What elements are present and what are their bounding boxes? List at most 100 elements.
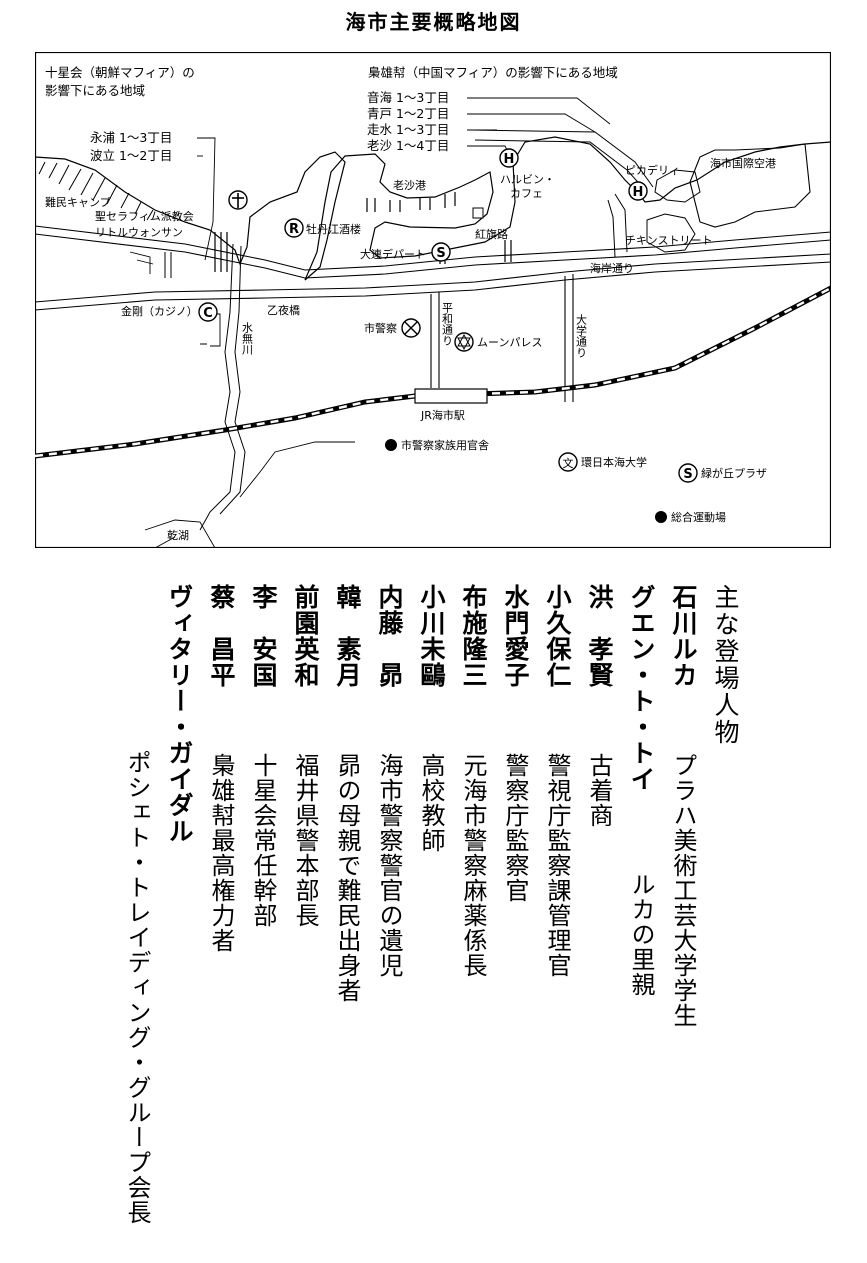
label-housing: 市警察家族用官舎 [401, 438, 489, 452]
hotel-icon-piccadilly: H [628, 181, 648, 201]
label-harbin-2: カフェ [510, 187, 543, 200]
store-icon-midori: S [678, 463, 698, 483]
svg-text:R: R [289, 222, 299, 237]
sekisei-zone-label: 十星会（朝鮮マフィア）の [45, 65, 195, 80]
cast-entry: 洪 孝賢古着商 [585, 584, 614, 828]
cast-role: 海市警察警官の遺児 [375, 753, 403, 978]
label-chicken: チキンストリート [625, 234, 712, 247]
label-onkai: 音海 1〜3丁目 [367, 90, 449, 105]
label-heiwa: 平和通り [441, 302, 454, 346]
cast-entry: 韓 素月昴の母親で難民出身者 [333, 584, 362, 1003]
cast-name: ヴィタリー・ガイダル [165, 584, 194, 844]
cast-entry-role: ポシェト・トレイディング・グループ会長 [123, 750, 151, 1225]
cast-role: ポシェト・トレイディング・グループ会長 [123, 750, 151, 1225]
cast-role: 高校教師 [417, 753, 445, 853]
cast-list: 主な登場人物 石川ルカプラハ美術工芸大学学生 グエン・ト・トイルカの里親 洪 孝… [0, 560, 867, 1263]
cast-name: 石川ルカ [669, 584, 698, 688]
page-title: 海市主要概略地図 [345, 10, 522, 34]
cast-entry: グエン・ト・トイルカの里親 [627, 584, 656, 997]
svg-text:C: C [203, 306, 213, 321]
cast-role: 十星会常任幹部 [249, 753, 277, 928]
label-univ: 環日本海大学 [581, 455, 647, 469]
label-kaigan: 海岸通り [590, 261, 634, 275]
police-icon [401, 318, 421, 338]
cast-role: 福井県警本部長 [291, 753, 319, 928]
coastline [35, 136, 831, 281]
cast-entry: ヴィタリー・ガイダル [165, 584, 194, 844]
cast-role: 梟雄幇最高権力者 [207, 753, 235, 953]
label-midori: 緑が丘プラザ [701, 466, 767, 480]
label-police: 市警察 [364, 321, 397, 335]
label-kongo: 金剛（カジノ） [121, 304, 198, 318]
church-icon [228, 190, 248, 210]
cast-role: 昴の母親で難民出身者 [333, 753, 361, 1003]
cast-role: 元海市警察麻薬係長 [459, 753, 487, 978]
cast-role: プラハ美術工芸大学学生 [669, 753, 697, 1028]
cast-entry: 蔡 昌平梟雄幇最高権力者 [207, 584, 236, 953]
station-box [414, 388, 488, 404]
cast-entry: 李 安国十星会常任幹部 [249, 584, 278, 928]
cast-name: 前園英和 [291, 584, 320, 688]
label-harbin: ハルビン・ [500, 173, 555, 186]
label-suimu: 水無川 [241, 322, 254, 355]
cast-name: 洪 孝賢 [585, 584, 614, 688]
sekisei-zone-label-2: 影響下にある地域 [45, 83, 145, 98]
label-eiho: 永浦 1〜3丁目 [90, 130, 172, 145]
label-moon: ムーンパレス [477, 336, 542, 349]
school-icon: 文 [558, 452, 578, 472]
cast-name: 李 安国 [249, 584, 278, 688]
cast-role: 警察庁監察官 [501, 753, 529, 903]
casino-icon: C [198, 302, 218, 322]
cast-name: 韓 素月 [333, 584, 362, 688]
city-map: R S H H C 文 S 十星会（朝鮮マフィア）の 影響下にある地域 梟雄幇（… [35, 52, 831, 548]
svg-text:H: H [504, 152, 515, 167]
label-dairen: 大連デパート [360, 247, 426, 261]
restaurant-icon: R [284, 218, 304, 238]
star-icon-moon [454, 332, 474, 352]
svg-text:H: H [633, 185, 644, 200]
cast-entry: 小久保仁警視庁監察課管理官 [543, 584, 572, 978]
suimu-river [199, 243, 246, 531]
cast-name: 小川未鷗 [417, 584, 446, 688]
cast-role: 警視庁監察課管理官 [543, 753, 571, 978]
kaigan-road [35, 225, 831, 271]
label-rosha: 老沙 1〜4丁目 [367, 138, 449, 153]
label-little-wonsan: リトルウォンサン [95, 226, 183, 239]
cast-name: 布施隆三 [459, 584, 488, 688]
cast-name: 蔡 昌平 [207, 584, 236, 688]
cast-role: ルカの里親 [627, 872, 655, 997]
cast-entry: 小川未鷗高校教師 [417, 584, 446, 853]
store-icon-dairen: S [431, 242, 451, 262]
label-sosui: 走水 1〜3丁目 [367, 122, 449, 137]
label-koki: 紅旗路 [475, 227, 508, 241]
sports-dot [655, 511, 667, 523]
label-hatachi: 波立 1〜2丁目 [90, 148, 172, 163]
hotel-icon-harbin: H [499, 148, 519, 168]
label-airport: 海市国際空港 [710, 156, 776, 170]
cast-name: 内藤 昴 [375, 584, 404, 688]
cast-heading: 主な登場人物 [711, 584, 740, 746]
cast-name: 小久保仁 [543, 584, 572, 688]
label-rosha-port: 老沙港 [393, 179, 426, 192]
label-piccadilly: ピカデリィ [625, 163, 680, 177]
label-botan: 牡丹江酒楼 [306, 222, 361, 236]
cast-role: 古着商 [585, 753, 613, 828]
refugee-camp-hatch [38, 161, 154, 221]
label-kenko: 乾湖 [167, 529, 189, 542]
cast-entry: 内藤 昴海市警察警官の遺児 [375, 584, 404, 978]
label-station: JR海市駅 [420, 408, 465, 422]
kyoyu-zone-label: 梟雄幇（中国マフィア）の影響下にある地域 [368, 65, 618, 80]
cast-entry: 水門愛子警察庁監察官 [501, 584, 530, 903]
heiwa-street [430, 292, 440, 388]
label-refugee-camp: 難民キャンプ [45, 196, 111, 209]
label-otsuya: 乙夜橋 [267, 303, 300, 317]
label-aoto: 青戸 1〜2丁目 [367, 106, 449, 121]
map-frame [35, 52, 831, 548]
label-sports: 総合運動場 [671, 510, 726, 524]
harbin-building [472, 207, 484, 219]
daigaku-street [564, 274, 574, 402]
cast-name: グエン・ト・トイ [627, 584, 656, 792]
cast-name: 水門愛子 [501, 584, 530, 688]
svg-text:S: S [436, 246, 445, 261]
label-church: 聖セラフィム派教会 [95, 210, 194, 223]
